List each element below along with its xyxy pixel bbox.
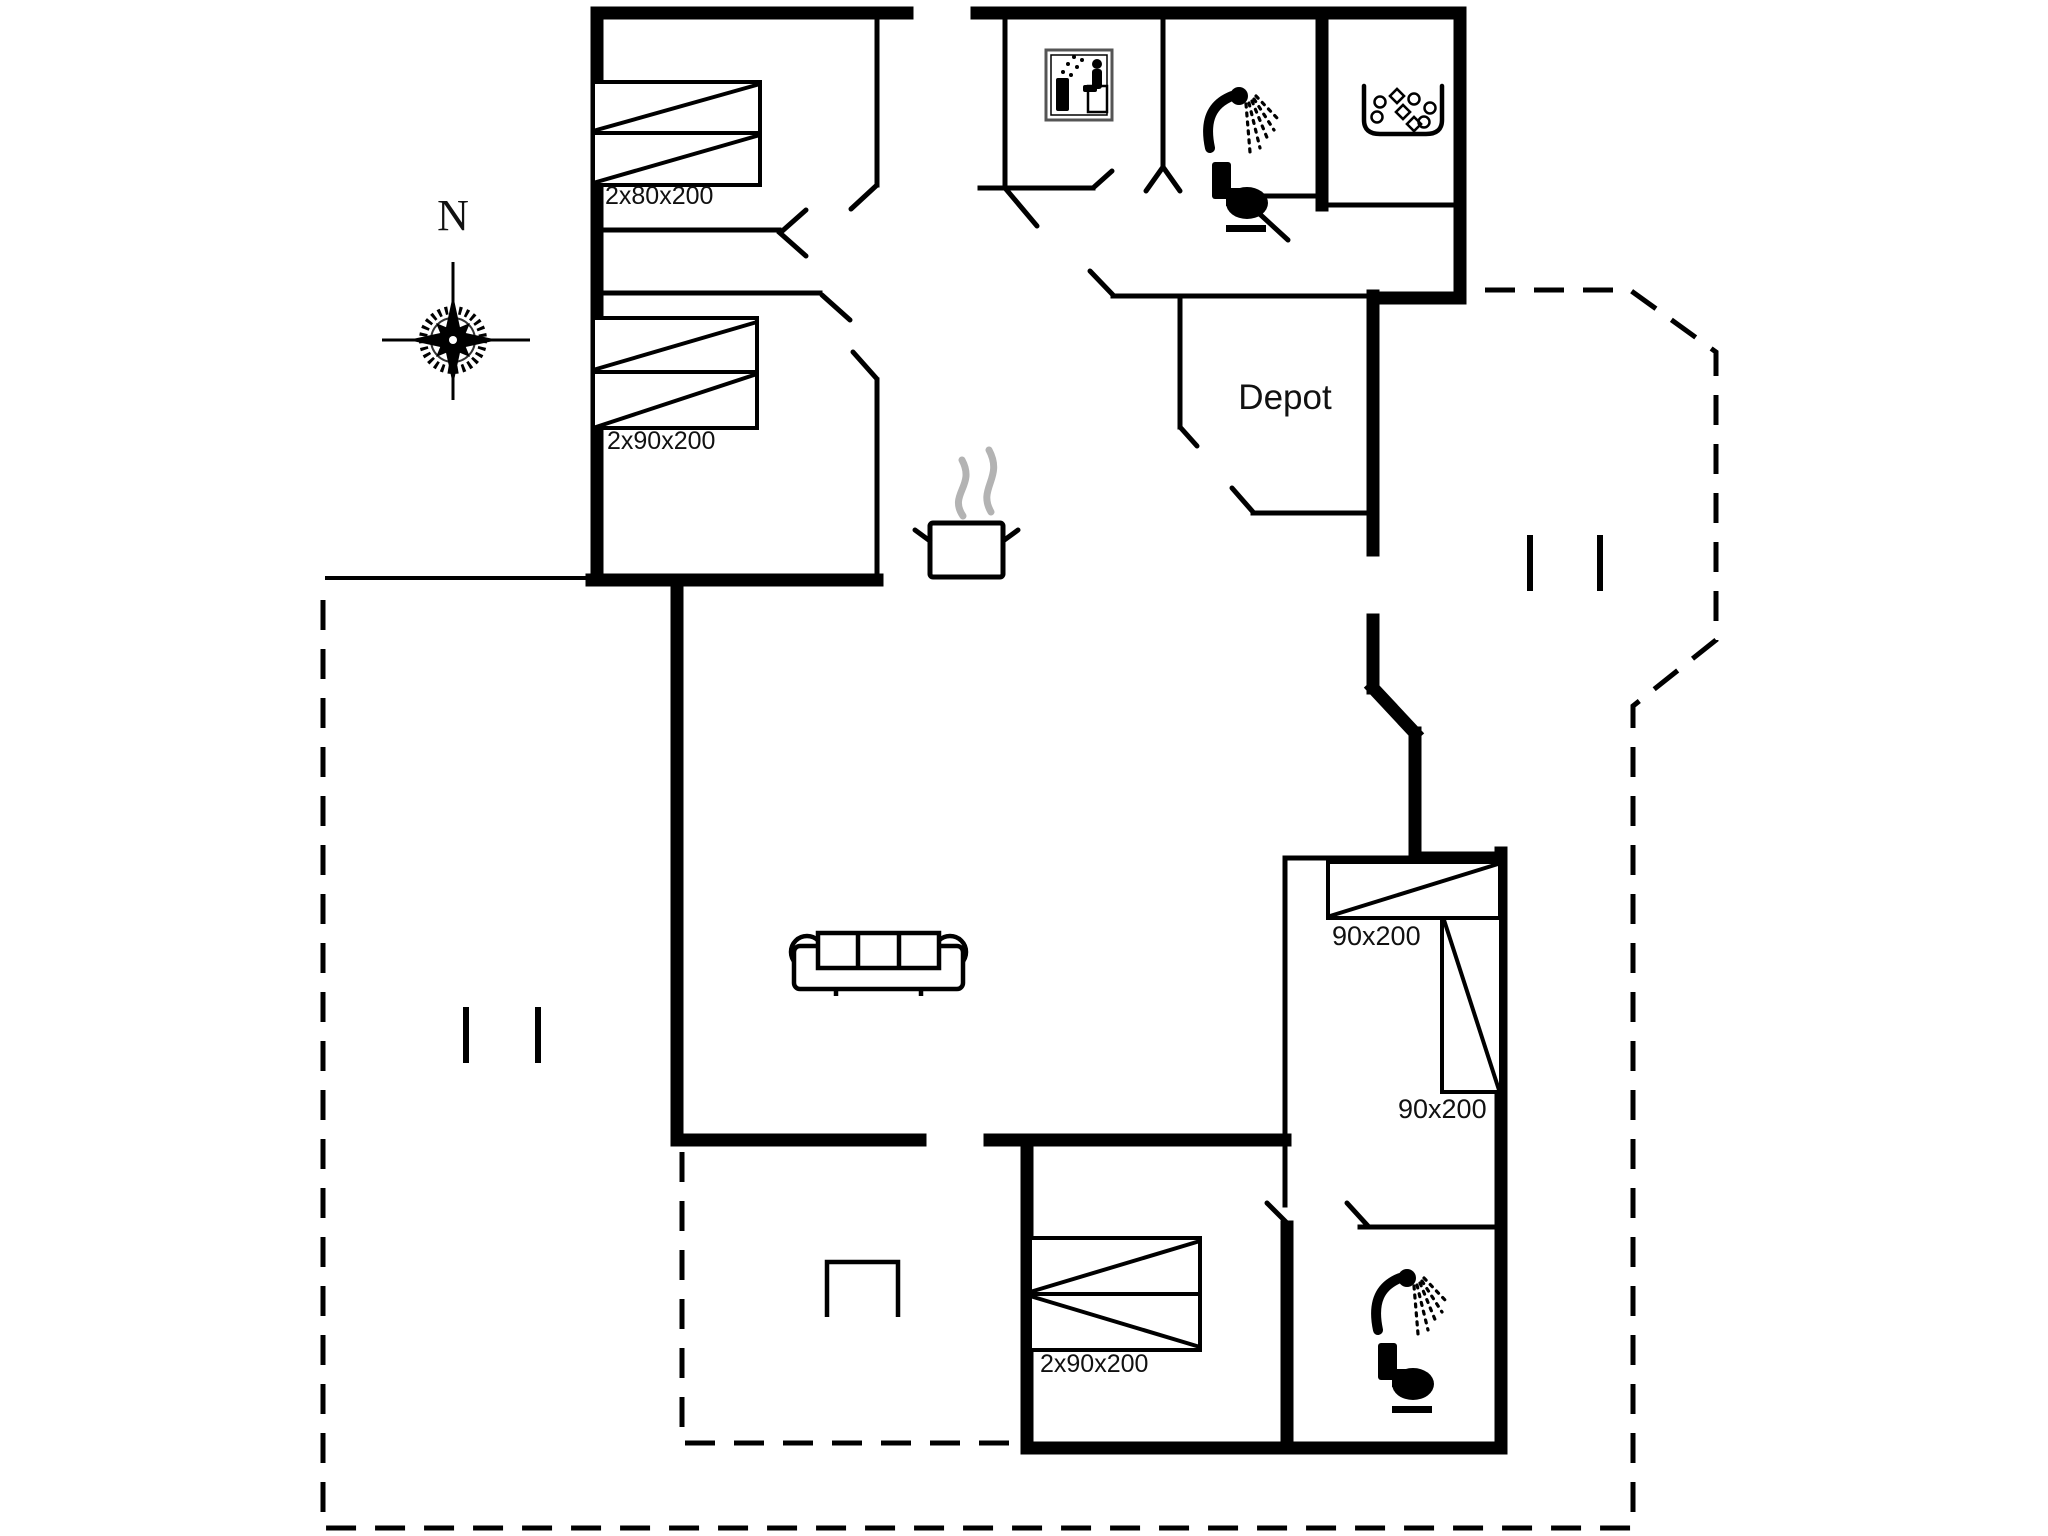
door-swing-marks [776, 162, 1371, 1229]
bed-label-2x90x200-left: 2x90x200 [607, 427, 715, 455]
compass-north-label: N [437, 191, 469, 240]
compass-rose-icon [382, 262, 530, 400]
bed-topleft-double [591, 80, 762, 187]
bed-right-side-single [1440, 916, 1503, 1094]
sauna-icon [1044, 48, 1114, 122]
bed-midleft-double [591, 316, 759, 430]
shower-icon [1203, 87, 1280, 154]
sofa-icon [788, 930, 969, 996]
interior-walls [594, 10, 1504, 1230]
toilet-icon-bottom [1378, 1343, 1434, 1413]
post-marks [463, 535, 1603, 1063]
shower-icon-bottom [1371, 1269, 1448, 1336]
bed-label-2x80x200: 2x80x200 [605, 182, 713, 210]
whirlpool-icon [1361, 83, 1445, 137]
bed-label-90x200-top: 90x200 [1332, 921, 1421, 951]
bed-label-90x200-side: 90x200 [1398, 1094, 1487, 1124]
bed-right-top-single [1326, 860, 1502, 920]
terrace-boundary-dashed [320, 287, 1719, 1531]
depot-room-label: Depot [1238, 378, 1332, 417]
toilet-icon [1212, 162, 1268, 232]
cooking-pot-icon [912, 446, 1021, 580]
bed-label-2x90x200-bottom: 2x90x200 [1040, 1350, 1148, 1378]
bed-bottom-double [1028, 1236, 1202, 1352]
chair-icon [824, 1259, 901, 1317]
